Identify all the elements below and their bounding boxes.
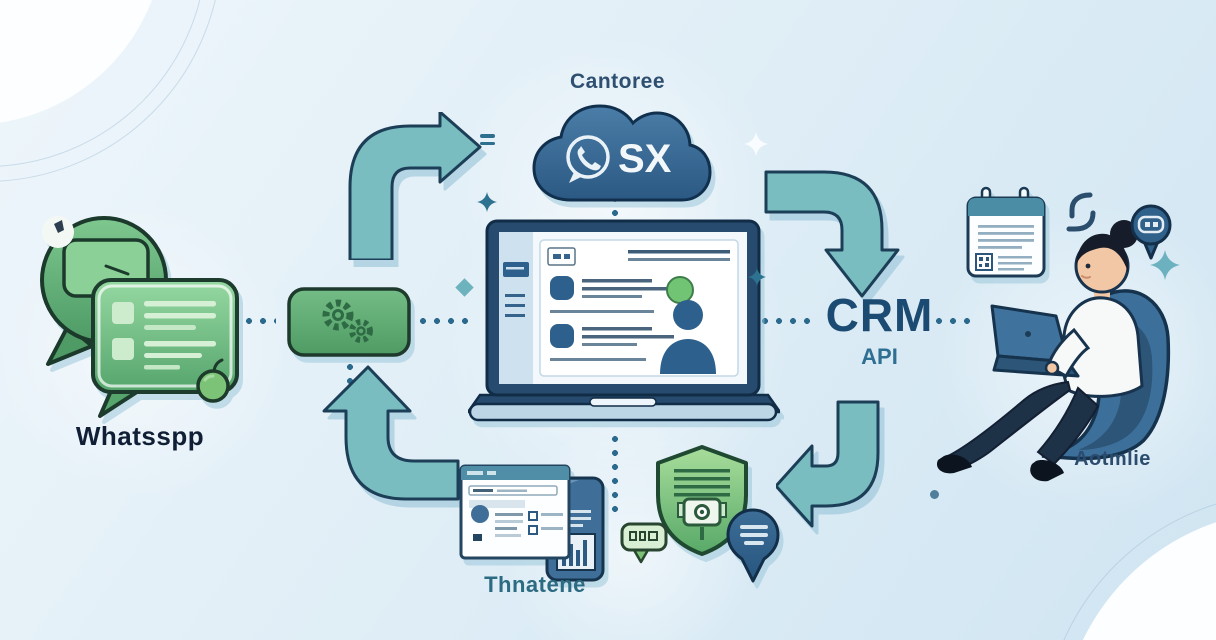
dotted-connector-cloud-laptop bbox=[612, 196, 618, 230]
arrow-left-up-icon bbox=[322, 365, 460, 501]
shoe-icon bbox=[936, 454, 972, 474]
logo-box-icon bbox=[547, 247, 576, 266]
automation-label: Aotmlie bbox=[1074, 448, 1151, 470]
front-chat-bubble bbox=[91, 278, 239, 418]
shoe-icon bbox=[1030, 460, 1064, 482]
dot-decoration bbox=[930, 490, 939, 499]
dotted-connector-gears-down bbox=[347, 364, 353, 390]
person-illustration bbox=[936, 220, 1171, 482]
curly-bracket-icon bbox=[1066, 192, 1096, 232]
report-window-icon bbox=[459, 464, 605, 582]
crm-subtitle: API bbox=[861, 344, 898, 369]
location-pin-chat-icon bbox=[726, 508, 780, 583]
dotted-connector-laptop-crm bbox=[748, 318, 814, 324]
chat-pin-icon bbox=[1130, 204, 1172, 260]
camera-icon bbox=[677, 497, 727, 540]
sparkle-icon bbox=[477, 192, 497, 212]
qr-code-icon bbox=[975, 253, 993, 271]
crm-laptop-icon bbox=[468, 219, 780, 422]
laptop-notch bbox=[589, 397, 657, 407]
blob-icon bbox=[471, 505, 489, 523]
sparkle-icon bbox=[748, 268, 766, 286]
avatar bbox=[550, 276, 574, 300]
status-green-circle bbox=[666, 276, 694, 304]
whatsapp-icon bbox=[566, 135, 610, 183]
person-legs bbox=[936, 380, 1100, 482]
contact-person-icon bbox=[660, 276, 716, 374]
sparkle-icon bbox=[744, 132, 768, 156]
person-laptop-icon bbox=[990, 304, 1080, 378]
browser-window-icon bbox=[459, 464, 571, 560]
code-bubble-icon bbox=[620, 522, 668, 564]
sparkle-icon bbox=[1150, 250, 1180, 280]
arrow-down-left-icon bbox=[776, 400, 880, 528]
whatsapp-cloud-icon: SX bbox=[532, 104, 712, 202]
equals-decoration bbox=[480, 134, 495, 149]
notepad-icon bbox=[966, 186, 1046, 278]
chat-bubbles-icon bbox=[40, 216, 239, 418]
person-torso bbox=[1060, 296, 1144, 398]
crm-chat-panel bbox=[539, 239, 739, 377]
apple-icon bbox=[196, 358, 230, 403]
dotted-connector-whatsapp-gears bbox=[246, 318, 276, 324]
dotted-connector-gears-laptop bbox=[420, 318, 472, 324]
gears-icon bbox=[287, 287, 411, 357]
crm-node: CRM API bbox=[812, 292, 947, 370]
dotted-connector-laptop-shield bbox=[612, 436, 618, 516]
arrow-up-right-icon bbox=[348, 112, 482, 260]
crm-sidebar bbox=[499, 232, 533, 384]
reports-label: Thnatene bbox=[484, 572, 586, 597]
cloud-badge: SX bbox=[618, 137, 672, 181]
whatsapp-label: Whatsspp bbox=[75, 421, 205, 451]
cloud-label: Cantoree bbox=[569, 70, 666, 93]
arrow-right-down-icon bbox=[764, 170, 900, 298]
dotted-connector-crm-person bbox=[936, 318, 972, 324]
person-arm bbox=[1044, 327, 1091, 379]
avatar bbox=[550, 324, 574, 348]
crm-title: CRM bbox=[825, 289, 934, 341]
